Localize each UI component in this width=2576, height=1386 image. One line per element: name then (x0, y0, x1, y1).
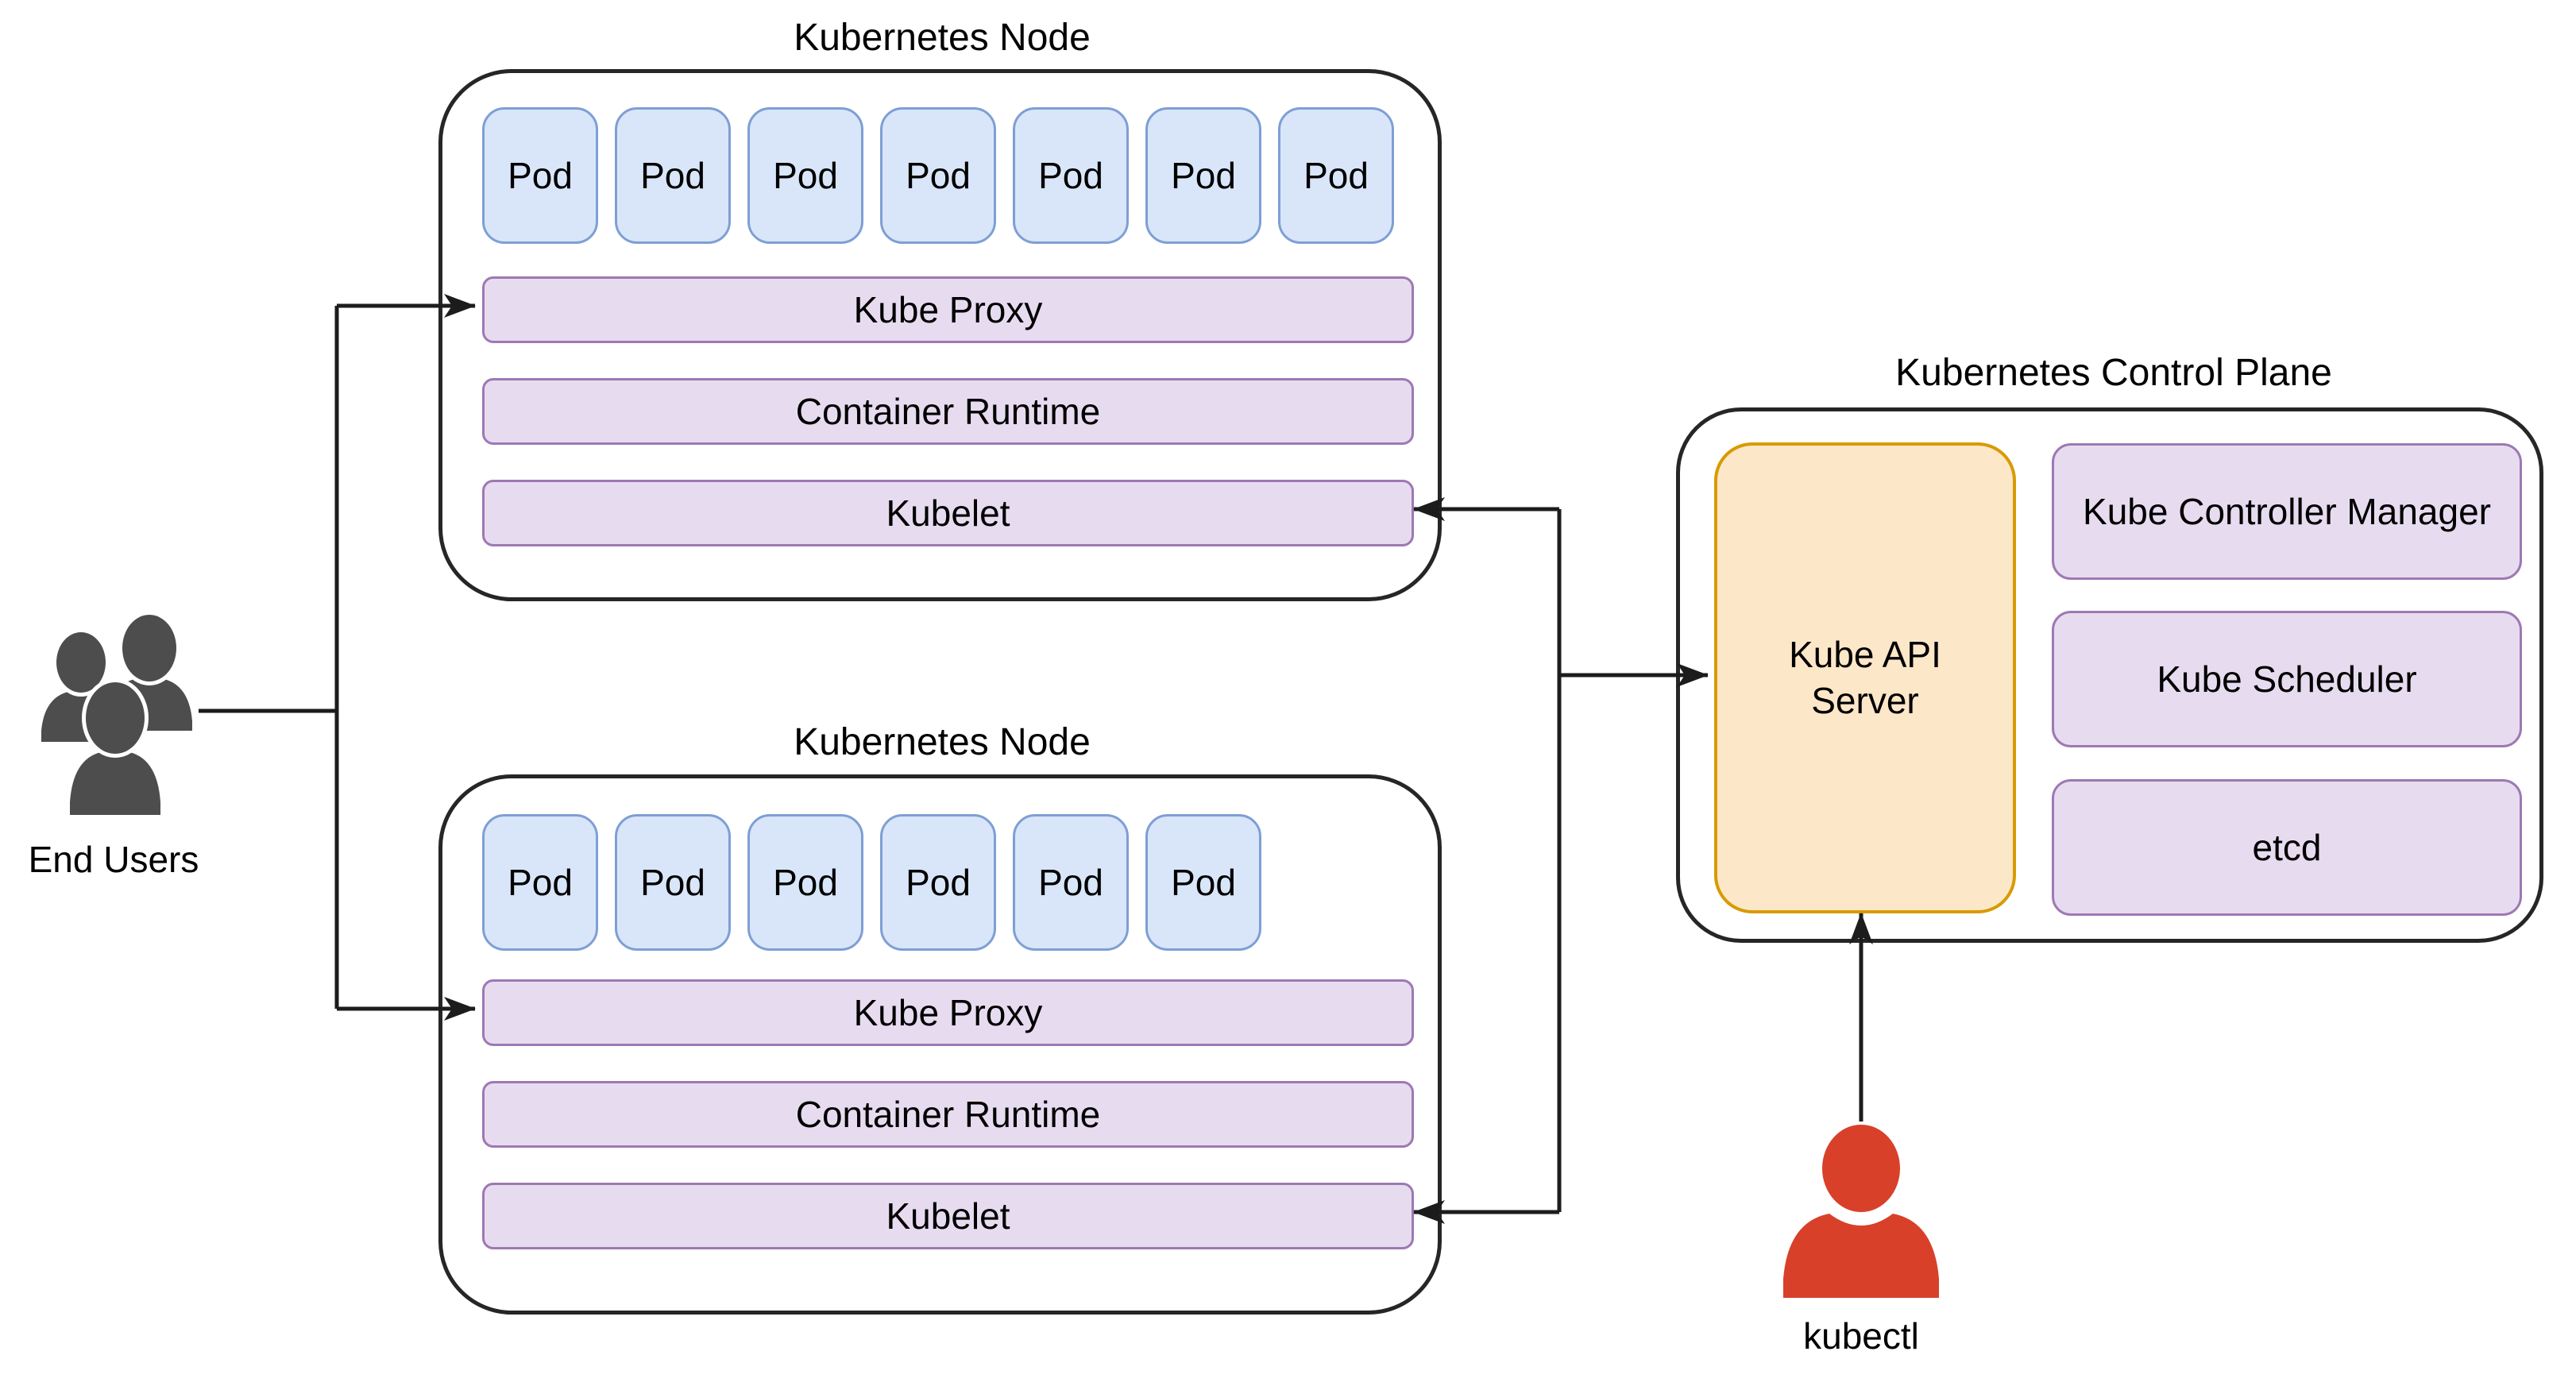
pod-label: Pod (640, 155, 705, 196)
pod-label: Pod (773, 862, 838, 903)
pod: Pod (880, 814, 996, 951)
pod-label: Pod (508, 862, 573, 903)
users-group-icon (37, 611, 196, 819)
node-1-title: Kubernetes Node (794, 17, 1091, 59)
node-2-title: Kubernetes Node (794, 721, 1091, 763)
pod-label: Pod (1303, 155, 1369, 196)
pod: Pod (747, 107, 863, 244)
kubelet-bar: Kubelet (482, 480, 1414, 546)
pod-label: Pod (508, 155, 573, 196)
end-users-label: End Users (28, 839, 199, 880)
pod: Pod (1145, 814, 1261, 951)
etcd-box: etcd (2052, 779, 2522, 916)
pod-label: Pod (773, 155, 838, 196)
pod: Pod (615, 107, 731, 244)
kube-proxy-bar: Kube Proxy (482, 979, 1414, 1046)
pod-label: Pod (906, 862, 971, 903)
pod-label: Pod (1038, 155, 1103, 196)
pod-label: Pod (1038, 862, 1103, 903)
kube-api-server-box: Kube API Server (1714, 442, 2016, 913)
pod: Pod (1013, 814, 1129, 951)
control-plane-box: Kube API Server Kube Controller Manager … (1676, 407, 2543, 943)
pod: Pod (615, 814, 731, 951)
kube-scheduler-box: Kube Scheduler (2052, 611, 2522, 747)
pod: Pod (747, 814, 863, 951)
kubectl-label: kubectl (1803, 1315, 1919, 1357)
node-2-box: Pod Pod Pod Pod Pod Pod Kube Proxy Conta… (438, 774, 1442, 1315)
pod: Pod (482, 107, 598, 244)
container-runtime-bar: Container Runtime (482, 1081, 1414, 1148)
kubectl-icon (1782, 1123, 1941, 1302)
pod: Pod (1278, 107, 1394, 244)
kubelet-bar: Kubelet (482, 1183, 1414, 1249)
pod: Pod (880, 107, 996, 244)
pod-label: Pod (1171, 862, 1236, 903)
node-1-box: Pod Pod Pod Pod Pod Pod Pod Kube Proxy C… (438, 69, 1442, 601)
kube-controller-manager-box: Kube Controller Manager (2052, 443, 2522, 580)
control-plane-title: Kubernetes Control Plane (1895, 352, 2332, 394)
pod: Pod (1013, 107, 1129, 244)
pod: Pod (482, 814, 598, 951)
end-users-icon (37, 611, 196, 819)
container-runtime-bar: Container Runtime (482, 378, 1414, 445)
pod-label: Pod (906, 155, 971, 196)
pod-label: Pod (1171, 155, 1236, 196)
user-front (66, 678, 164, 819)
pod: Pod (1145, 107, 1261, 244)
kube-proxy-bar: Kube Proxy (482, 276, 1414, 343)
pod-label: Pod (640, 862, 705, 903)
person-icon (1782, 1123, 1941, 1302)
